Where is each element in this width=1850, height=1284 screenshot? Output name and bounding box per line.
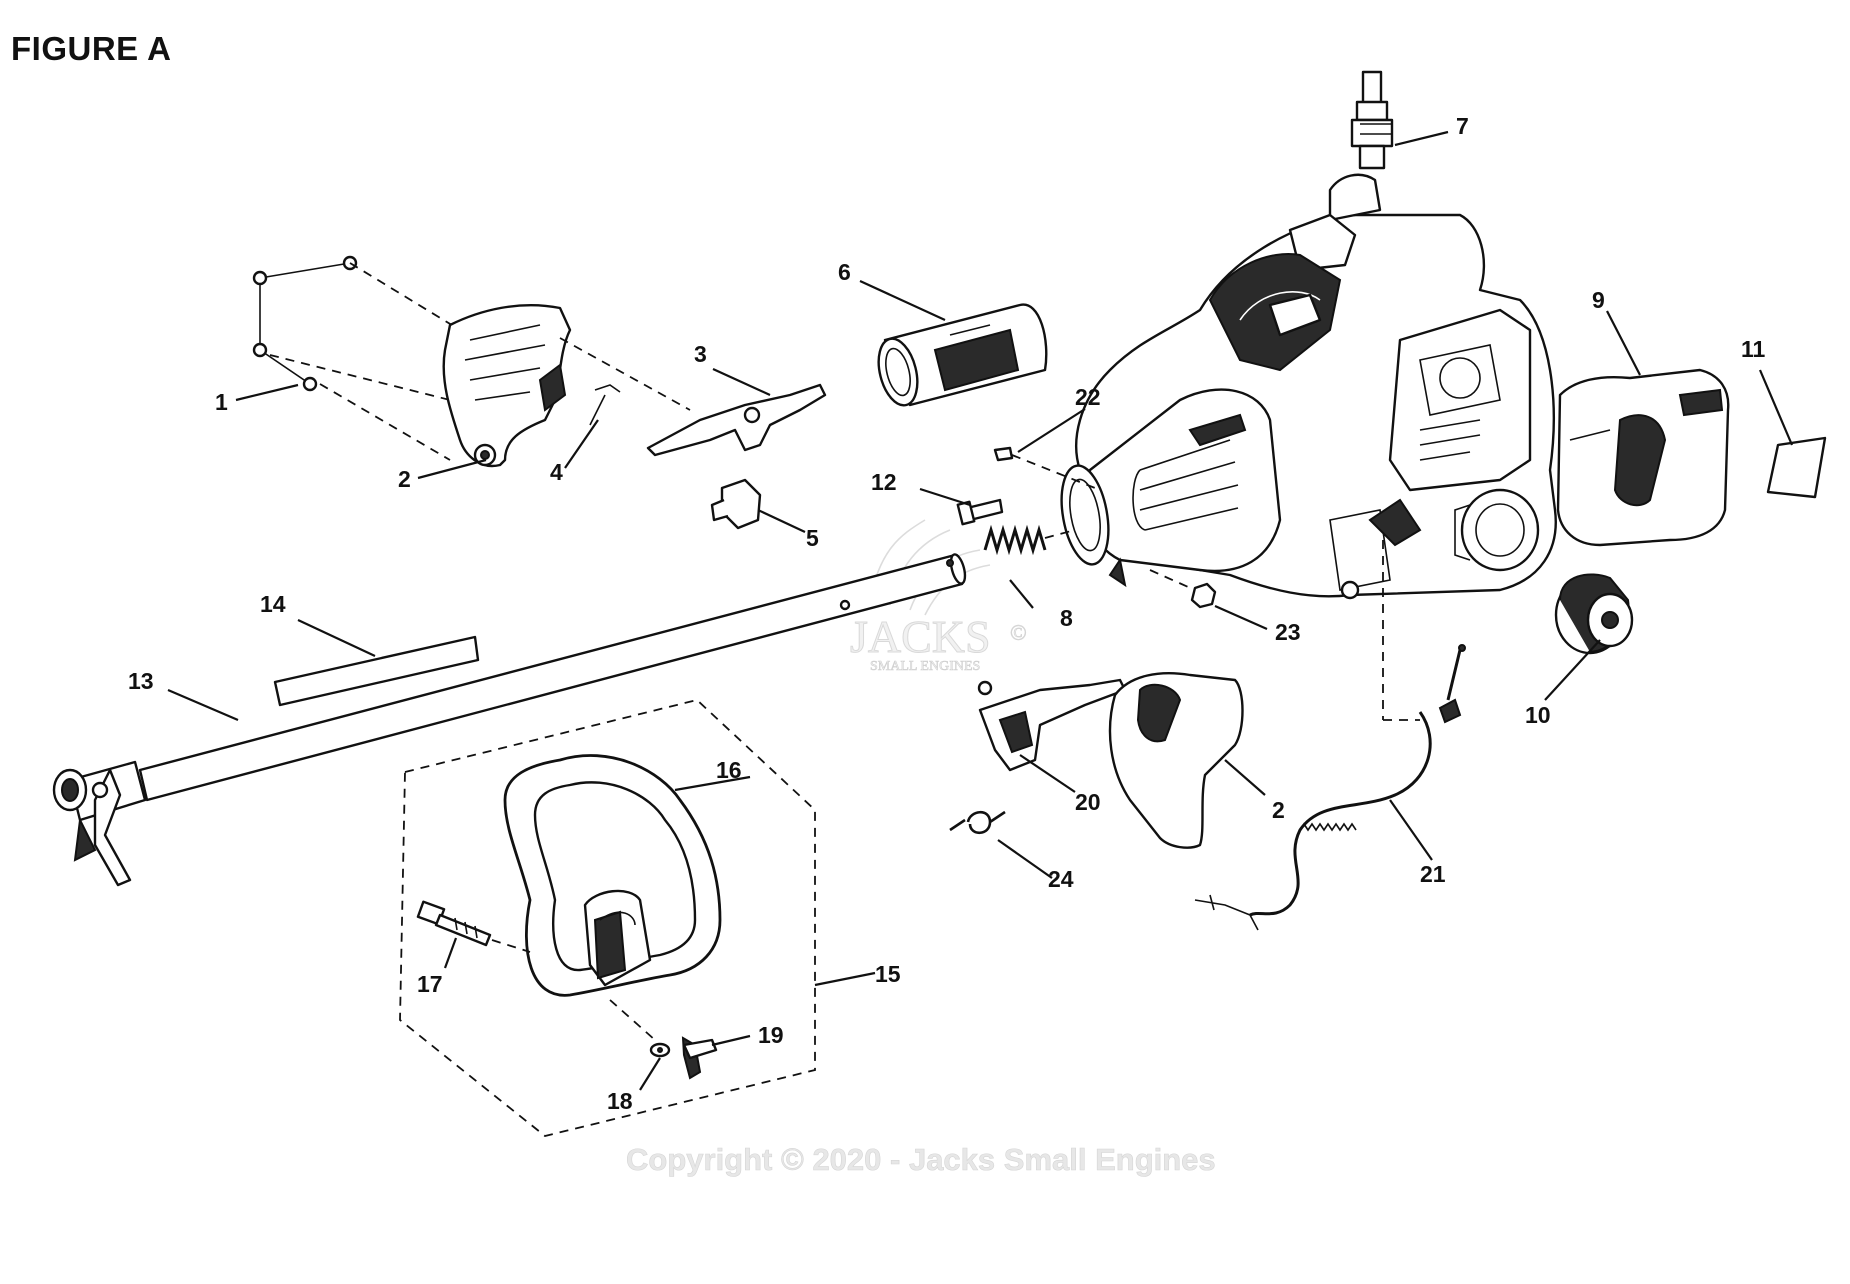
part-22-screw	[993, 446, 1101, 491]
handle-clamp	[583, 889, 656, 1041]
callout-10: 10	[1525, 702, 1551, 728]
callout-22: 22	[1075, 384, 1101, 410]
callout-5: 5	[806, 525, 819, 551]
part-15-handle-assembly	[399, 699, 816, 1137]
callout-11: 11	[1741, 336, 1766, 362]
leader-lines	[167, 130, 1794, 1091]
watermark-brand-sub: SMALL ENGINES	[870, 659, 980, 674]
callouts: 1 2 3 4 5 6 7 8 9 10 11 12 13 14 15 16 1…	[128, 113, 1766, 1114]
callout-12: 12	[871, 469, 897, 495]
callout-3: 3	[694, 341, 707, 367]
part-11-label	[1766, 436, 1827, 499]
part-1-screws	[252, 255, 461, 461]
assembly-line	[559, 337, 691, 411]
watermark-registered: ©	[1010, 620, 1027, 645]
callout-19: 19	[758, 1022, 784, 1048]
callout-20: 20	[1075, 789, 1101, 815]
part-7-spark-plug	[1350, 70, 1394, 170]
part-14-shaft-label	[273, 635, 480, 707]
callout-7: 7	[1456, 113, 1469, 139]
callout-2-lower: 2	[1272, 797, 1285, 823]
part-21-wiring-harness	[1194, 540, 1466, 931]
part-2-handle-half-lower	[1108, 672, 1244, 849]
callout-13: 13	[128, 668, 154, 694]
callout-16: 16	[716, 757, 742, 783]
callout-9: 9	[1592, 287, 1605, 313]
callout-8: 8	[1060, 605, 1073, 631]
callout-15: 15	[875, 961, 901, 987]
callout-17: 17	[417, 971, 443, 997]
part-3-throttle-trigger	[646, 383, 827, 457]
watermark-copyright: Copyright © 2020 - Jacks Small Engines	[626, 1142, 1216, 1177]
part-5-switch	[710, 478, 762, 530]
part-23-nut	[1149, 569, 1217, 609]
part-8-spring	[983, 524, 1047, 556]
part-17-bolt	[416, 900, 531, 953]
watermark-logo: JACKS © SMALL ENGINES	[850, 519, 1027, 674]
part-4-spring-pin	[589, 384, 621, 426]
part-10-primer-knob	[1554, 573, 1634, 655]
part-9-air-filter-cover	[1556, 368, 1730, 547]
callout-21: 21	[1420, 861, 1446, 887]
watermark: JACKS © SMALL ENGINES Copyright © 2020 -…	[626, 519, 1216, 1177]
callout-4: 4	[550, 459, 563, 485]
engine-assembly	[1060, 70, 1557, 600]
part-18-washer	[649, 1042, 671, 1058]
part-6-grip-sleeve	[877, 303, 1048, 407]
part-2-handle-half	[442, 304, 572, 468]
part-13-shaft-tube	[52, 553, 967, 887]
callout-2: 2	[398, 466, 411, 492]
part-12-bolt	[956, 498, 1004, 526]
watermark-brand: JACKS	[850, 611, 991, 662]
callout-24: 24	[1048, 866, 1074, 892]
assembly-line	[1044, 529, 1076, 539]
part-24-torsion-spring	[949, 810, 1006, 835]
callout-6: 6	[838, 259, 851, 285]
part-19-wing-nut	[681, 1036, 718, 1080]
figure-title: FIGURE A	[11, 30, 172, 67]
part-20-throttle-lockout	[977, 678, 1127, 772]
callout-18: 18	[607, 1088, 633, 1114]
callout-23: 23	[1275, 619, 1301, 645]
part-16-loop-handle	[503, 754, 722, 997]
callout-1: 1	[215, 389, 228, 415]
callout-14: 14	[260, 591, 286, 617]
